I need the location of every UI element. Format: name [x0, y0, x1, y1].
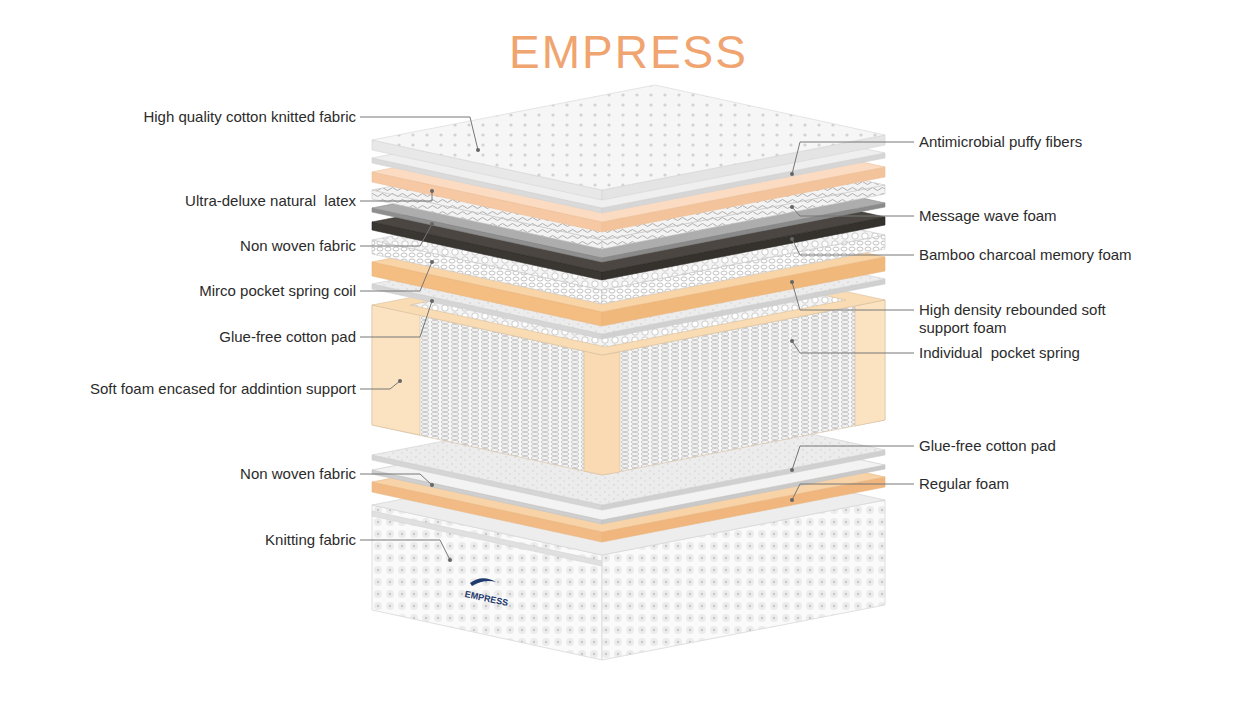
leader-dots [430, 260, 434, 264]
leader-dots [398, 379, 402, 383]
diagram-title: EMPRESS [509, 26, 748, 78]
leader-dots [790, 468, 794, 472]
leader-dots [790, 205, 794, 209]
leader-lines [792, 142, 914, 174]
leader-dots [430, 222, 434, 226]
leader-dots [448, 558, 452, 562]
layer-label: Antimicrobial puffy fibers [919, 133, 1082, 151]
leader-lines [360, 474, 432, 485]
leader-lines [360, 381, 400, 389]
layer-label: Individual pocket spring [919, 344, 1080, 362]
layer-label: Ultra-deluxe natural latex [185, 192, 356, 210]
leader-dots [430, 299, 434, 303]
layer-label: Mirco pocket spring coil [199, 282, 356, 300]
leader-dots [398, 148, 794, 562]
layer-label: Message wave foam [919, 207, 1057, 225]
layer-label: High density rebounded soft support foam [919, 301, 1141, 337]
leader-dots [476, 148, 480, 152]
layer-label: Non woven fabric [240, 237, 356, 255]
logo-mark [470, 578, 496, 586]
leader-lines [792, 446, 914, 470]
leader-lines [360, 117, 914, 560]
leader-dots [790, 280, 794, 284]
leader-dots [790, 339, 794, 343]
layer-label: Glue-free cotton pad [919, 437, 1056, 455]
leader-lines [360, 191, 432, 201]
layer-label: Bamboo charcoal memory foam [919, 246, 1132, 264]
leader-lines [360, 540, 450, 560]
leader-lines [792, 282, 914, 310]
pocket-spring-unit [584, 351, 620, 475]
leader-lines [360, 224, 432, 246]
layer-label: Glue-free cotton pad [219, 328, 356, 346]
logo-mark [470, 578, 496, 586]
leader-dots [790, 237, 794, 241]
leader-lines [360, 262, 432, 291]
leader-dots [790, 172, 794, 176]
layer-label: High quality cotton knitted fabric [143, 108, 356, 126]
layer-label: Regular foam [919, 475, 1009, 493]
layer-label: Non woven fabric [240, 465, 356, 483]
top-fabric-layer [372, 85, 885, 190]
leader-lines [792, 341, 914, 353]
leader-lines [792, 484, 914, 500]
layer-label: Knitting fabric [265, 531, 356, 549]
pocket-spring-unit [855, 300, 885, 426]
pocket-spring-unit [372, 305, 420, 435]
leader-lines [792, 239, 914, 255]
leader-lines [360, 117, 478, 150]
leader-dots [430, 483, 434, 487]
leader-lines [360, 301, 432, 337]
leader-lines [792, 207, 914, 216]
leader-dots [790, 498, 794, 502]
layer-label: Soft foam encased for addintion support [90, 380, 356, 398]
leader-dots [430, 189, 434, 193]
